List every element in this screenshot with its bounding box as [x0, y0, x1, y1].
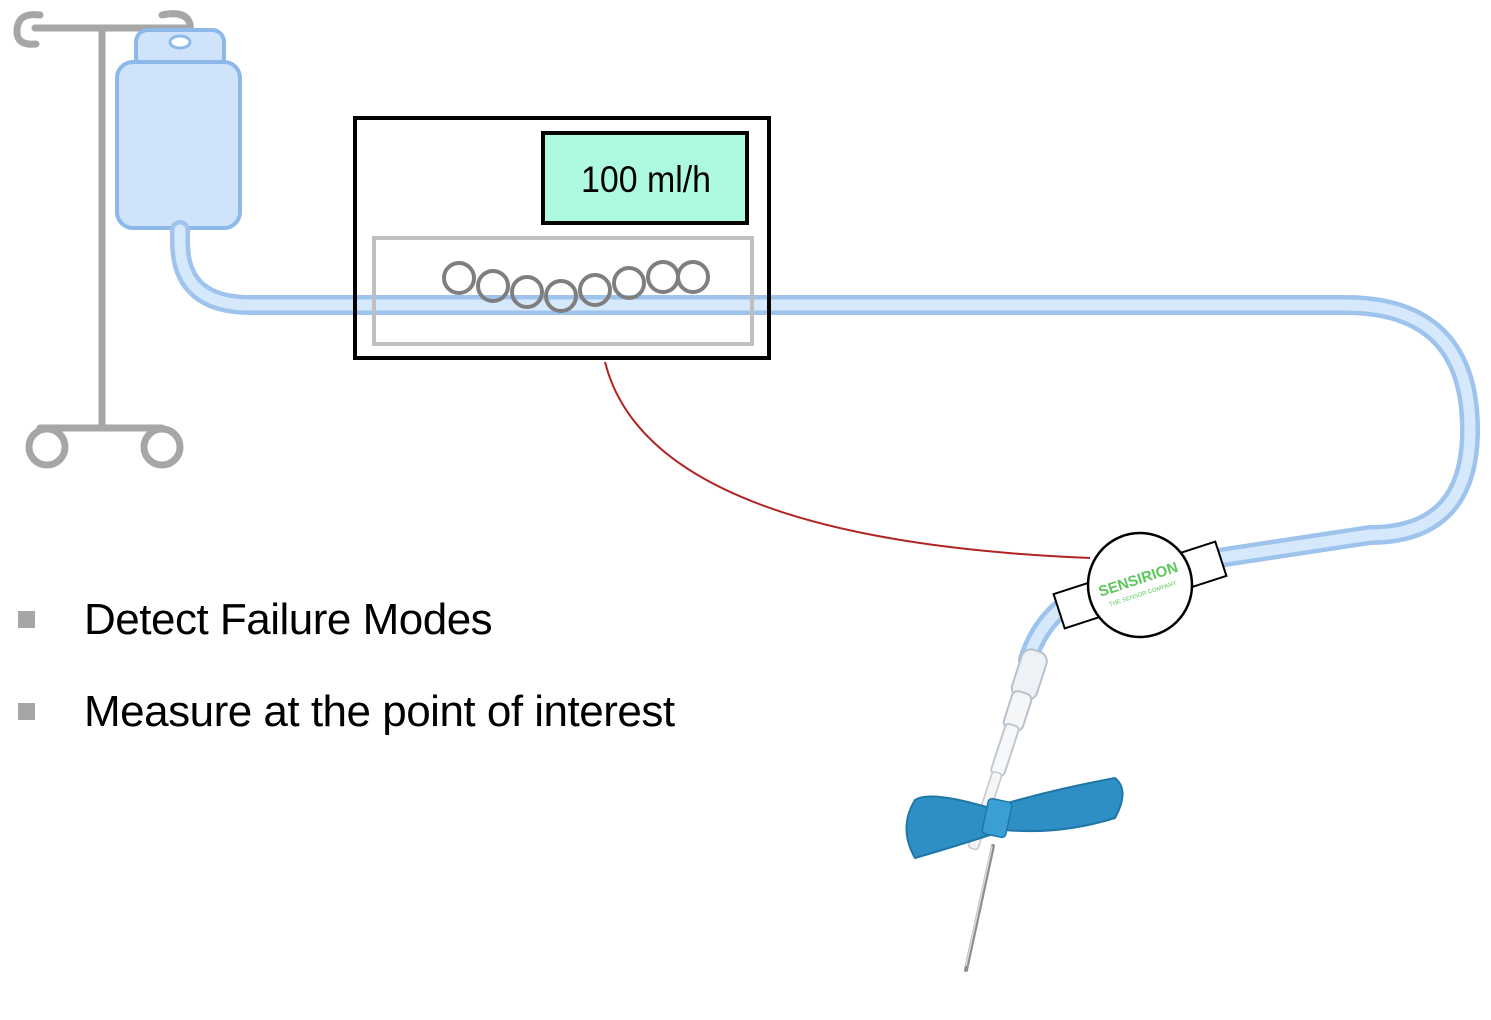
- butterfly-needle-icon: [905, 648, 1124, 972]
- pump-roller-chamber: [372, 236, 754, 346]
- iv-bag-icon: [115, 28, 242, 230]
- infusion-pump-icon: 100 ml/h: [353, 116, 771, 360]
- needle-wings: [905, 776, 1124, 860]
- bullet-text: Measure at the point of interest: [84, 687, 675, 736]
- pump-display-value: 100 ml/h: [581, 159, 711, 200]
- bullet-square-icon: [18, 611, 35, 628]
- bullet-text: Detect Failure Modes: [84, 595, 493, 644]
- peristaltic-rollers: [442, 260, 710, 313]
- needle-shaft: [964, 844, 995, 972]
- flow-sensor-icon: SENSIRION THE SENSOR COMPANY: [1052, 531, 1228, 639]
- sensor-cable: [604, 361, 1091, 559]
- pump-display: [541, 131, 749, 225]
- bullet-square-icon: [18, 703, 35, 720]
- pump-housing: [353, 116, 771, 360]
- iv-pole-icon: [13, 10, 194, 469]
